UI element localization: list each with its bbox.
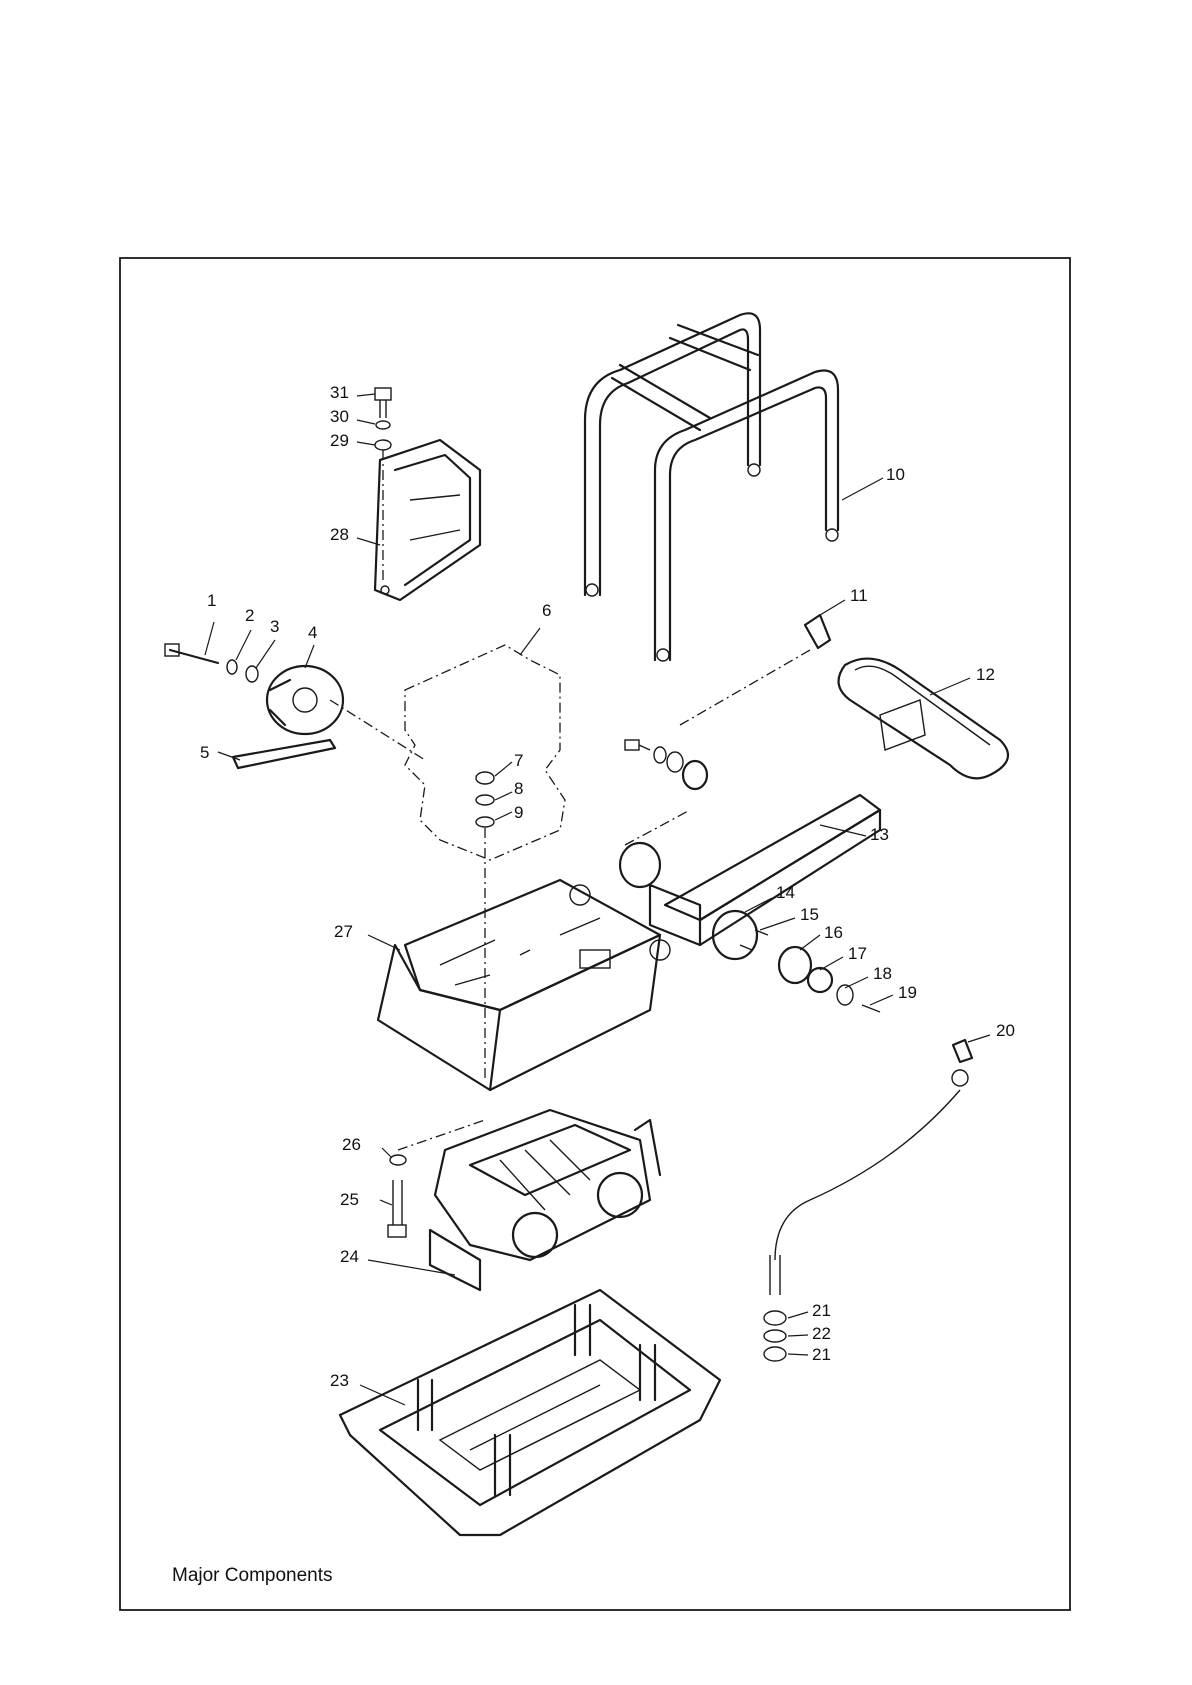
callout-19: 19 <box>898 983 917 1002</box>
engine-mount-hardware <box>476 772 494 1080</box>
throttle-lever <box>680 615 830 725</box>
callout-15: 15 <box>800 905 819 924</box>
callout-21a: 21 <box>812 1301 831 1320</box>
belt-guard-part <box>375 440 480 600</box>
callout-12: 12 <box>976 665 995 684</box>
handle-part <box>585 313 838 661</box>
callout-3: 3 <box>270 617 279 636</box>
callout-23: 23 <box>330 1371 349 1390</box>
callout-labels: 1 2 3 4 5 6 7 8 9 10 11 12 13 14 15 16 1… <box>200 383 1015 1390</box>
callout-25: 25 <box>340 1190 359 1209</box>
callout-16: 16 <box>824 923 843 942</box>
callout-9: 9 <box>514 803 523 822</box>
callout-17: 17 <box>848 944 867 963</box>
diagram-border <box>120 258 1070 1610</box>
callout-27: 27 <box>334 922 353 941</box>
callout-5: 5 <box>200 743 209 762</box>
callout-2: 2 <box>245 606 254 625</box>
callout-31: 31 <box>330 383 349 402</box>
callout-26: 26 <box>342 1135 361 1154</box>
base-plate <box>340 1290 720 1535</box>
callout-4: 4 <box>308 623 317 642</box>
callout-29: 29 <box>330 431 349 450</box>
callout-28: 28 <box>330 525 349 544</box>
callout-24: 24 <box>340 1247 359 1266</box>
callout-11: 11 <box>850 586 868 605</box>
pulley-assembly <box>165 644 343 768</box>
callout-1: 1 <box>207 591 216 610</box>
callout-20: 20 <box>996 1021 1015 1040</box>
engine-outline <box>405 645 565 860</box>
callout-14: 14 <box>776 883 795 902</box>
arm-mount-hardware <box>625 740 880 1012</box>
diagram-caption: Major Components <box>172 1565 333 1587</box>
callout-10: 10 <box>886 465 905 484</box>
callout-13: 13 <box>870 825 889 844</box>
exciter-unit <box>430 1110 660 1290</box>
callout-21b: 21 <box>812 1345 831 1364</box>
callout-30: 30 <box>330 407 349 426</box>
callout-7: 7 <box>514 751 523 770</box>
engine-base-frame <box>378 880 670 1090</box>
callout-18: 18 <box>873 964 892 983</box>
callout-6: 6 <box>542 601 551 620</box>
throttle-cable <box>764 1040 972 1361</box>
callout-8: 8 <box>514 779 523 798</box>
exciter-bolt <box>388 1120 485 1237</box>
callout-22: 22 <box>812 1324 831 1343</box>
